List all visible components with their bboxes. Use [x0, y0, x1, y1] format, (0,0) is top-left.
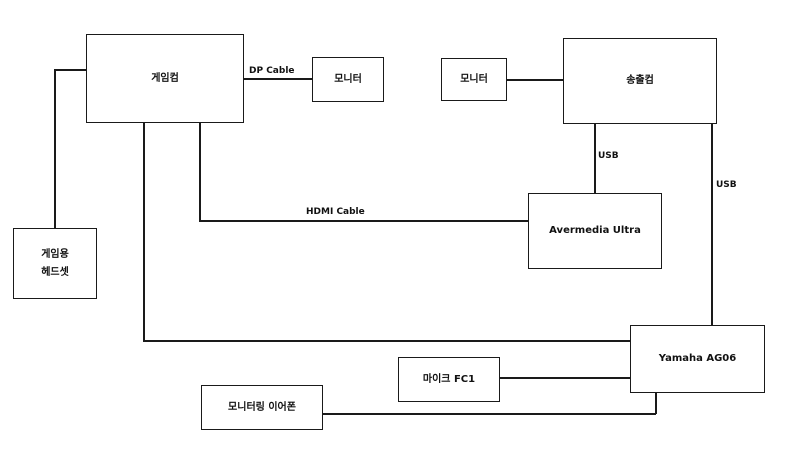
streaming-pc-label: 송출컴	[626, 75, 654, 86]
monitoring-earphone-label: 모니터링 이어폰	[228, 401, 296, 413]
wire-gamingpc-yamaha-vertical	[143, 123, 145, 341]
mic-box: 마이크 FC1	[398, 357, 500, 402]
streaming-pc-box: 송출컴	[563, 38, 717, 124]
wire-mic-yamaha	[499, 377, 631, 379]
wire-usb-avermedia	[594, 123, 596, 194]
dp-cable-label: DP Cable	[249, 66, 295, 76]
gaming-headset-label-line1: 게임용	[41, 248, 69, 260]
gaming-pc-label: 게임컴	[151, 72, 179, 84]
monitoring-earphone-box: 모니터링 이어폰	[201, 385, 323, 430]
wire-dp-cable	[244, 78, 312, 80]
gaming-pc-box: 게임컴	[86, 34, 244, 123]
gaming-monitor-label: 모니터	[334, 73, 362, 85]
hdmi-cable-label: HDMI Cable	[306, 207, 365, 217]
wire-headset-gamingpc-vertical	[54, 69, 56, 229]
avermedia-box: Avermedia Ultra	[528, 193, 662, 269]
gaming-monitor-box: 모니터	[312, 57, 384, 102]
usb-yamaha-label: USB	[716, 180, 737, 190]
mic-label: 마이크 FC1	[422, 373, 476, 385]
wire-hdmi-vertical	[199, 123, 201, 221]
wire-earphone-yamaha-vertical	[655, 392, 657, 414]
stream-monitor-box: 모니터	[441, 58, 507, 101]
wire-gamingpc-yamaha	[143, 340, 631, 342]
gaming-headset-label-line2: 헤드셋	[41, 266, 69, 278]
yamaha-label: Yamaha AG06	[658, 353, 737, 364]
wire-headset-gamingpc-top	[54, 69, 86, 71]
stream-monitor-label: 모니터	[460, 73, 488, 85]
yamaha-box: Yamaha AG06	[630, 325, 765, 393]
usb-avermedia-label: USB	[598, 151, 619, 161]
wire-monitor-streamingpc	[507, 79, 564, 81]
avermedia-label: Avermedia Ultra	[549, 225, 641, 236]
wire-usb-yamaha	[711, 123, 713, 326]
wire-earphone-yamaha-horizontal	[322, 413, 656, 415]
wire-hdmi-cable	[199, 220, 529, 222]
gaming-headset-box: 게임용 헤드셋	[13, 228, 97, 299]
